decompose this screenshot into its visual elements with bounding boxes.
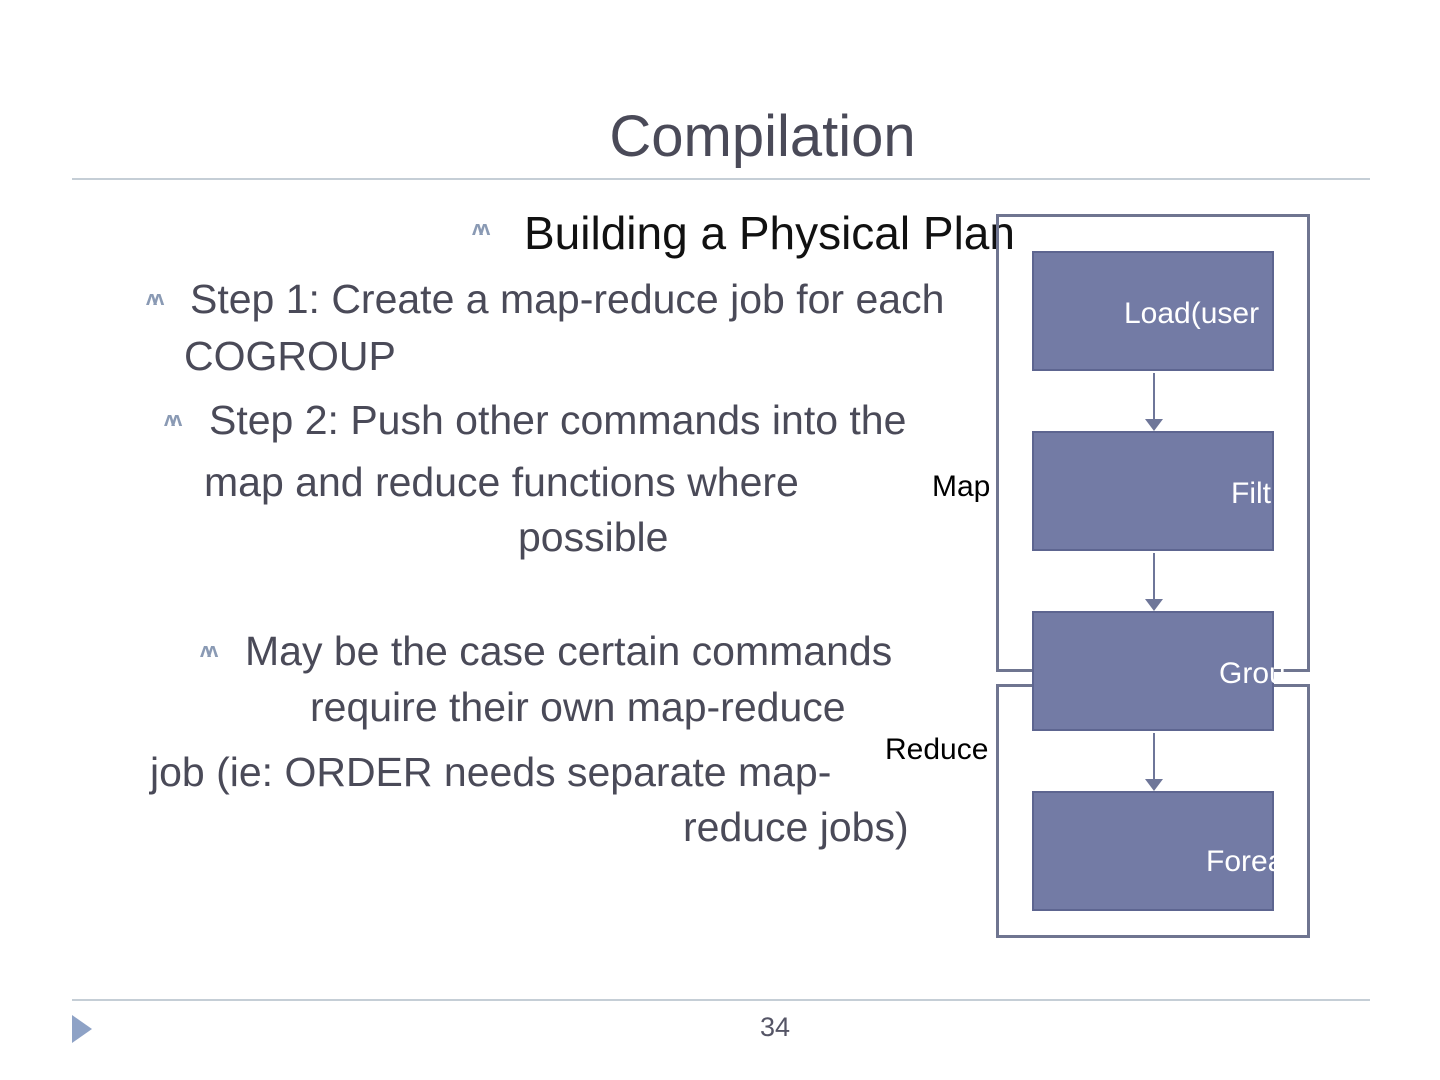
play-arrow-icon: [72, 1015, 92, 1043]
load-box: Load(user: [1032, 251, 1274, 371]
page-number: 34: [759, 1012, 791, 1042]
reduce-stage-label: Reduce: [885, 733, 989, 766]
filter-box: Filt: [1032, 431, 1274, 551]
step1-line2: COGROUP: [184, 333, 396, 379]
bullet-icon: ʌʌ: [200, 640, 218, 662]
step2-line1: Step 2: Push other commands into the: [209, 397, 907, 443]
foreach-box-label: Forea: [1206, 845, 1285, 878]
bullet-icon: ʌʌ: [146, 288, 164, 310]
title-divider: [72, 178, 1370, 180]
filter-box-label: Filt: [1231, 477, 1271, 510]
flow-arrow: [1145, 373, 1163, 431]
flow-arrow: [1145, 553, 1163, 611]
diagram-clip: [1311, 200, 1440, 960]
note-line2: require their own map-reduce: [310, 684, 846, 730]
flow-arrow: [1145, 733, 1163, 791]
foreach-box: Forea: [1032, 791, 1284, 911]
bullet-icon: ʌʌ: [472, 218, 490, 240]
section-heading: Building a Physical Plan: [524, 207, 1015, 259]
load-box-label: Load(user: [1124, 297, 1260, 330]
step2-line2: map and reduce functions where: [204, 459, 799, 505]
group-box-label: Grou: [1219, 657, 1286, 690]
footer-divider: [72, 999, 1370, 1001]
note-line1: May be the case certain commands: [245, 628, 893, 674]
bullet-icon: ʌʌ: [164, 409, 182, 431]
step2-line3: possible: [518, 514, 669, 560]
group-box: Grou: [1032, 611, 1286, 731]
map-stage-label: Map: [932, 470, 991, 503]
slide-title: Compilation: [609, 104, 916, 169]
note-line4: reduce jobs): [683, 804, 909, 850]
note-line3: job (ie: ORDER needs separate map-: [150, 749, 832, 795]
step1-line1: Step 1: Create a map-reduce job for each: [190, 276, 945, 322]
